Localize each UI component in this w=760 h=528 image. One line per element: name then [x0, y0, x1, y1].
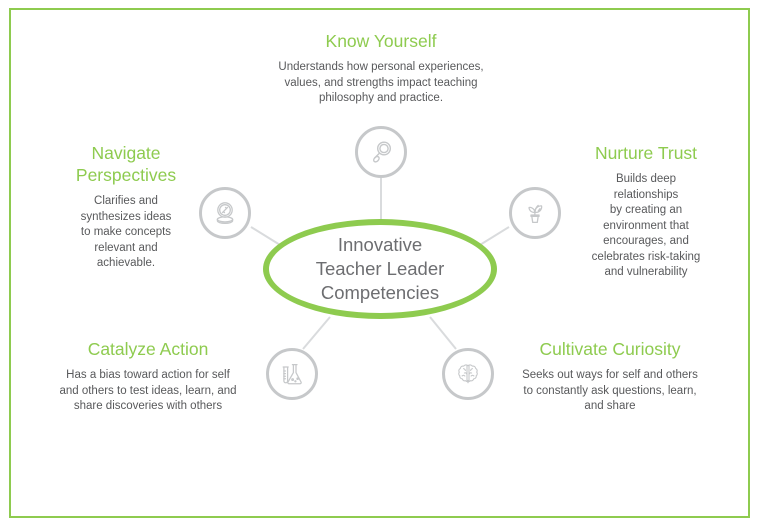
- node-description-nurture-trust: Builds deep relationships by creating an…: [591, 173, 701, 278]
- icon-circle-navigate-perspectives[interactable]: [199, 187, 251, 239]
- node-title-know-yourself: Know Yourself: [325, 31, 437, 51]
- node-description-cultivate-curiosity: Seeks out ways for self and others to co…: [522, 369, 698, 412]
- node-know-yourself: Know Yourself Understands how personal e…: [250, 30, 512, 107]
- icon-circle-catalyze-action[interactable]: [266, 348, 318, 400]
- node-title-nurture-trust: Nurture Trust: [594, 143, 698, 163]
- node-title-cultivate-curiosity: Cultivate Curiosity: [539, 339, 681, 359]
- icon-circle-know-yourself[interactable]: [355, 126, 407, 178]
- node-catalyze-action: Catalyze Action Has a bias toward action…: [38, 338, 258, 415]
- node-description-know-yourself: Understands how personal experiences, va…: [278, 61, 484, 104]
- potted-plant-icon: [521, 199, 549, 227]
- icon-circle-cultivate-curiosity[interactable]: [442, 348, 494, 400]
- node-navigate-perspectives: Navigate Perspectives Clarifies and synt…: [46, 142, 206, 272]
- lab-flask-icon: [278, 360, 306, 388]
- center-oval: Innovative Teacher Leader Competencies: [263, 219, 497, 319]
- node-title-navigate-perspectives: Navigate Perspectives: [75, 143, 177, 185]
- brain-icon: [454, 360, 482, 388]
- center-label: Innovative Teacher Leader Competencies: [315, 234, 445, 303]
- hand-mirror-icon: [367, 138, 395, 166]
- node-cultivate-curiosity: Cultivate Curiosity Seeks out ways for s…: [500, 338, 720, 415]
- node-nurture-trust: Nurture Trust Builds deep relationships …: [566, 142, 726, 281]
- icon-circle-nurture-trust[interactable]: [509, 187, 561, 239]
- node-description-catalyze-action: Has a bias toward action for self and ot…: [59, 369, 237, 412]
- compass-icon: [211, 199, 239, 227]
- node-description-navigate-perspectives: Clarifies and synthesizes ideas to make …: [80, 195, 172, 269]
- node-title-catalyze-action: Catalyze Action: [87, 339, 209, 359]
